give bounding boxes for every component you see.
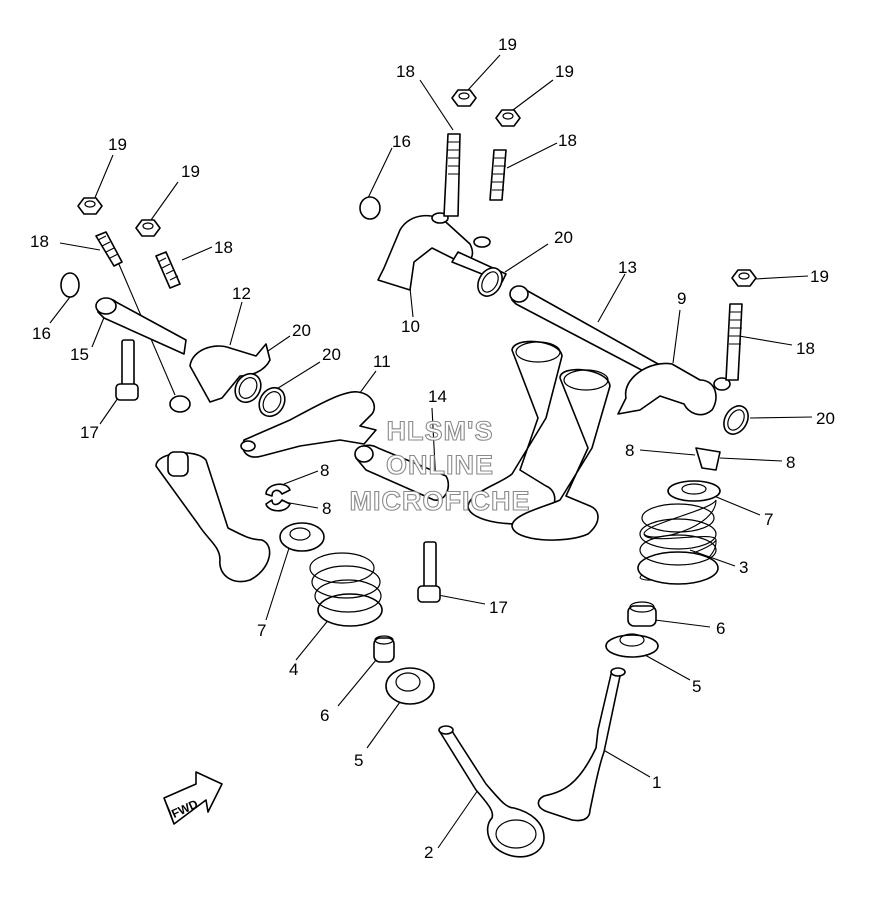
cotter-left [265, 483, 291, 512]
callout-11: 11 [373, 352, 391, 371]
callout-18a: 18 [30, 232, 49, 251]
spring-retainer-right [667, 480, 721, 502]
callout-7b: 7 [257, 621, 266, 640]
stud-left-b [155, 251, 181, 289]
callout-19a: 19 [108, 135, 127, 154]
valve-seal-left [373, 635, 395, 663]
callout-6b: 6 [320, 706, 329, 725]
callout-3: 3 [739, 558, 748, 577]
callout-16a: 16 [32, 324, 51, 343]
nut-19a [77, 197, 103, 215]
tappet-upper-left [155, 451, 271, 583]
fwd-arrow-icon: FWD [163, 771, 223, 825]
callout-19d: 19 [555, 62, 574, 81]
callout-5b: 5 [354, 751, 363, 770]
rocker-arm-right [617, 362, 731, 416]
valve-intake [438, 725, 545, 858]
callout-15: 15 [70, 345, 89, 364]
nut-19e [731, 269, 757, 287]
rocker-arm-left [169, 343, 271, 413]
callout-8c: 8 [320, 461, 329, 480]
callout-16b: 16 [392, 132, 411, 151]
tappet-center-2 [511, 368, 611, 541]
callout-18b: 18 [214, 238, 233, 257]
callout-2: 2 [424, 843, 433, 862]
callout-8a: 8 [625, 441, 634, 460]
callout-10: 10 [401, 317, 420, 336]
callout-13: 13 [618, 258, 637, 277]
leader-lines [49, 54, 813, 849]
callout-18e: 18 [796, 339, 815, 358]
bolt-left [115, 339, 139, 401]
callout-labels: 1 2 3 4 5 5 6 6 7 7 8 8 8 8 9 10 11 12 1… [30, 35, 835, 862]
callout-19b: 19 [181, 162, 200, 181]
tappet-center-1 [467, 340, 563, 525]
callout-20a: 20 [292, 321, 311, 340]
callout-19e: 19 [810, 267, 829, 286]
rocker-shaft-center [354, 444, 450, 501]
valve-exhaust [537, 667, 626, 822]
callout-1: 1 [652, 773, 661, 792]
o-ring-upper [359, 196, 381, 220]
callout-18c: 18 [396, 62, 415, 81]
stud-upper-a [443, 133, 461, 217]
callout-14: 14 [428, 387, 447, 406]
callout-12: 12 [232, 284, 251, 303]
cotter-right [695, 447, 721, 471]
nut-19c [451, 89, 477, 107]
nut-19d [495, 109, 521, 127]
washer-20c [477, 267, 503, 297]
callout-5a: 5 [692, 677, 701, 696]
washer-20d [723, 405, 749, 435]
watermark-line-2: ONLINE [386, 450, 494, 480]
callout-9: 9 [677, 289, 686, 308]
callout-6a: 6 [716, 619, 725, 638]
callout-17a: 17 [80, 423, 99, 442]
rocker-arm-center [240, 391, 377, 458]
callout-8b: 8 [786, 453, 795, 472]
o-ring-left [60, 272, 80, 298]
callout-18d: 18 [558, 131, 577, 150]
callout-17b: 17 [489, 598, 508, 617]
watermark-line-1: HLSM'S [387, 416, 494, 446]
valve-spring-left [309, 552, 383, 627]
stud-left-a [95, 231, 123, 267]
bolt-center [417, 541, 441, 603]
watermark-line-3: MICROFICHE [350, 486, 531, 516]
callout-4: 4 [289, 660, 298, 679]
callout-20d: 20 [816, 409, 835, 428]
spring-seat-right [605, 633, 659, 658]
spring-seat-left [385, 667, 435, 705]
stud-upper-b [489, 149, 507, 201]
washer-20a [234, 372, 262, 404]
callout-20c: 20 [554, 228, 573, 247]
callout-8d: 8 [322, 499, 331, 518]
callout-20b: 20 [322, 345, 341, 364]
callout-7a: 7 [764, 510, 773, 529]
washer-20b [258, 386, 286, 418]
spring-retainer-left [279, 522, 325, 552]
callout-19c: 19 [498, 35, 517, 54]
watermark: HLSM'S ONLINE MICROFICHE [349, 415, 531, 516]
stud-right [725, 303, 743, 381]
valve-seal-right [627, 601, 657, 627]
valve-spring-right [637, 499, 719, 585]
rocker-shaft-left [95, 297, 187, 355]
nut-19b [135, 219, 161, 237]
